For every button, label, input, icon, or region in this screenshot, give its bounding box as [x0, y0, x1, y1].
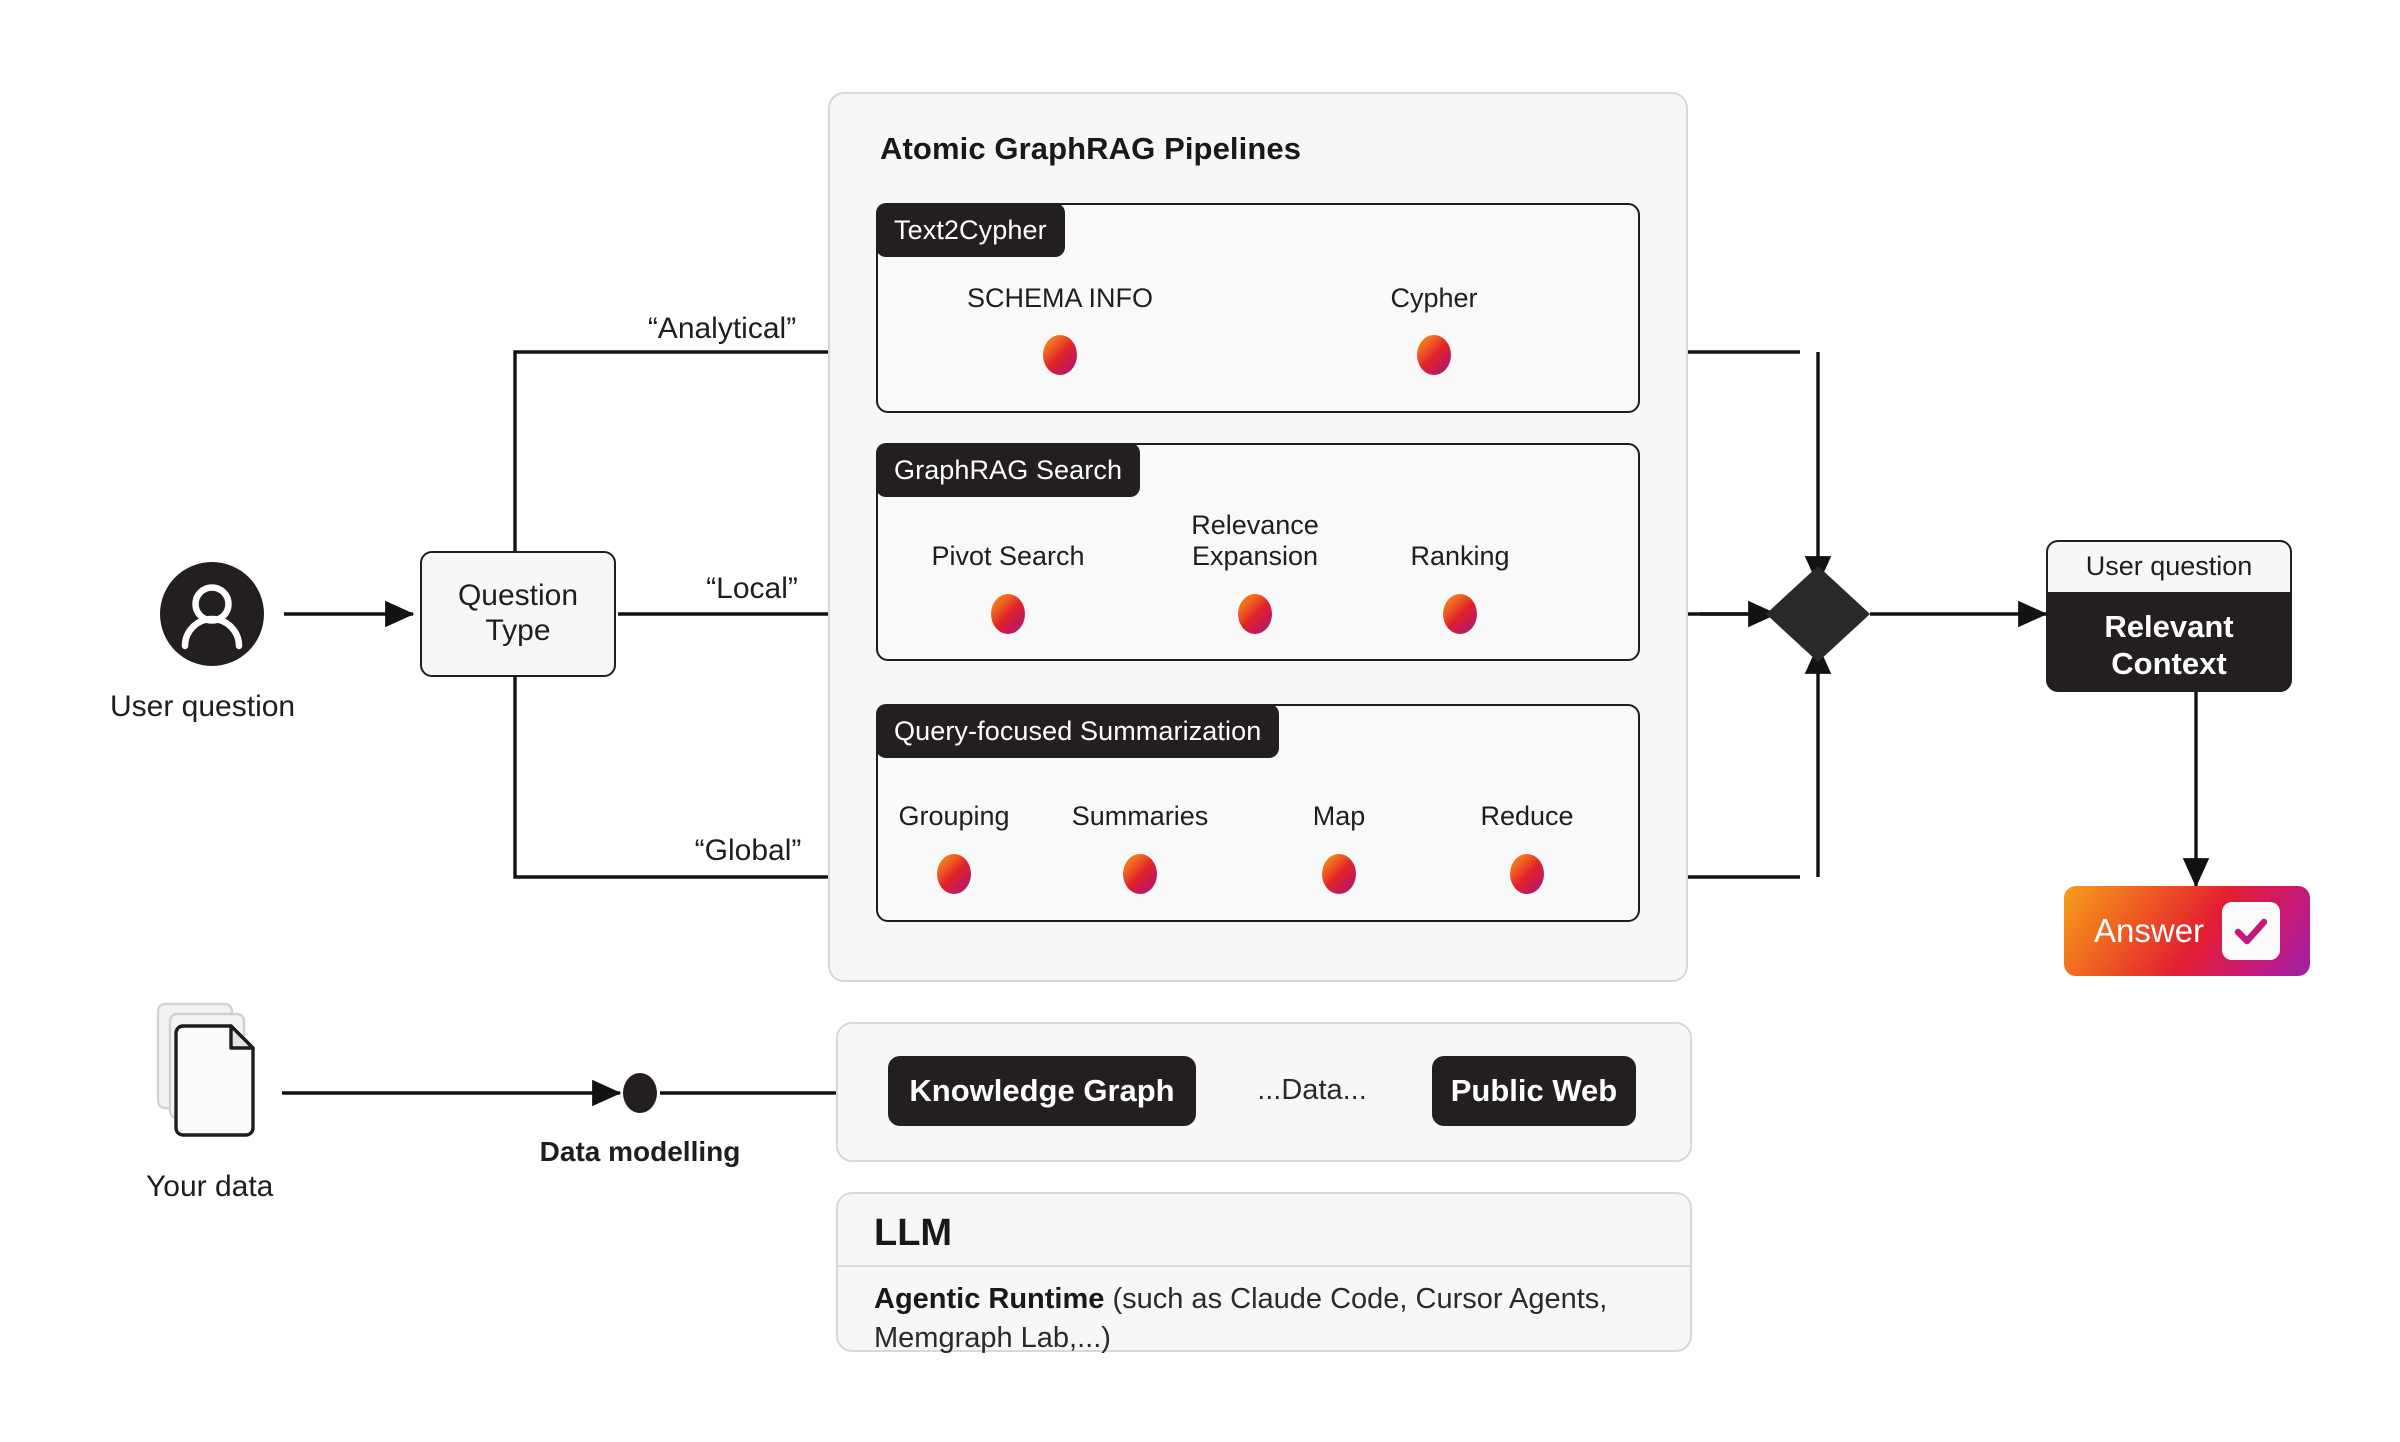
step-label-reduce: Reduce	[1480, 801, 1574, 831]
step-node-reduce	[1510, 854, 1544, 894]
edge-label-analytical: “Analytical”	[647, 312, 797, 345]
data-modelling-node	[623, 1073, 657, 1113]
answer-button[interactable]: Answer	[2064, 886, 2310, 976]
step-node-cypher	[1417, 335, 1451, 375]
documents-icon	[142, 1000, 266, 1140]
pipeline-chip-query-focused-summarization[interactable]: Query-focused Summarization	[876, 704, 1280, 758]
your-data-caption: Your data	[146, 1170, 274, 1203]
pipeline-chip-graphrag-search[interactable]: GraphRAG Search	[876, 443, 1141, 497]
step-label-pivot-search: Pivot Search	[931, 541, 1085, 571]
answer-label: Answer	[2094, 912, 2205, 949]
step-label-relevance-expansion: Relevance Expansion	[1191, 510, 1319, 571]
user-question-caption: User question	[110, 690, 296, 723]
step-label-ranking: Ranking	[1410, 541, 1510, 571]
step-label-cypher: Cypher	[1390, 283, 1478, 313]
llm-title: LLM	[874, 1212, 953, 1254]
relevant-context-top-label: User question	[2048, 542, 2290, 592]
pipeline-chip-text2cypher[interactable]: Text2Cypher	[876, 203, 1065, 257]
user-avatar-icon	[160, 562, 264, 666]
llm-panel	[836, 1192, 1692, 1352]
step-label-map: Map	[1312, 801, 1366, 831]
step-label-grouping: Grouping	[898, 801, 1010, 831]
question-type-node[interactable]: Question Type	[420, 551, 616, 677]
relevant-context-main-label: Relevant Context	[2104, 609, 2234, 682]
step-node-ranking	[1443, 594, 1477, 634]
step-label-summaries: Summaries	[1071, 801, 1209, 831]
check-icon	[2222, 902, 2281, 960]
sources-middle-text: ...Data...	[1257, 1074, 1367, 1106]
step-node-pivot-search	[991, 594, 1025, 634]
edge-label-global: “Global”	[694, 834, 802, 867]
knowledge-graph-pill[interactable]: Knowledge Graph	[888, 1056, 1196, 1126]
data-modelling-label: Data modelling	[539, 1136, 741, 1167]
edge-label-local: “Local”	[706, 572, 798, 605]
llm-runtime-text: Agentic Runtime (such as Claude Code, Cu…	[874, 1280, 1634, 1358]
llm-runtime-rest: (such as Claude Code, Cursor Agents, Mem…	[874, 1283, 1608, 1355]
merge-decision-diamond	[1766, 566, 1870, 662]
step-node-grouping	[937, 854, 971, 894]
question-type-label: Question Type	[457, 579, 579, 647]
llm-divider	[838, 1265, 1690, 1267]
public-web-pill[interactable]: Public Web	[1432, 1056, 1636, 1126]
step-node-map	[1322, 854, 1356, 894]
step-node-relevance-expansion	[1238, 594, 1272, 634]
llm-runtime-bold: Agentic Runtime	[874, 1283, 1105, 1315]
step-label-schema-info: SCHEMA INFO	[966, 283, 1154, 313]
step-node-summaries	[1123, 854, 1157, 894]
relevant-context-card: User question Relevant Context	[2046, 540, 2292, 692]
pipelines-title: Atomic GraphRAG Pipelines	[880, 131, 1302, 166]
step-node-schema-info	[1043, 335, 1077, 375]
